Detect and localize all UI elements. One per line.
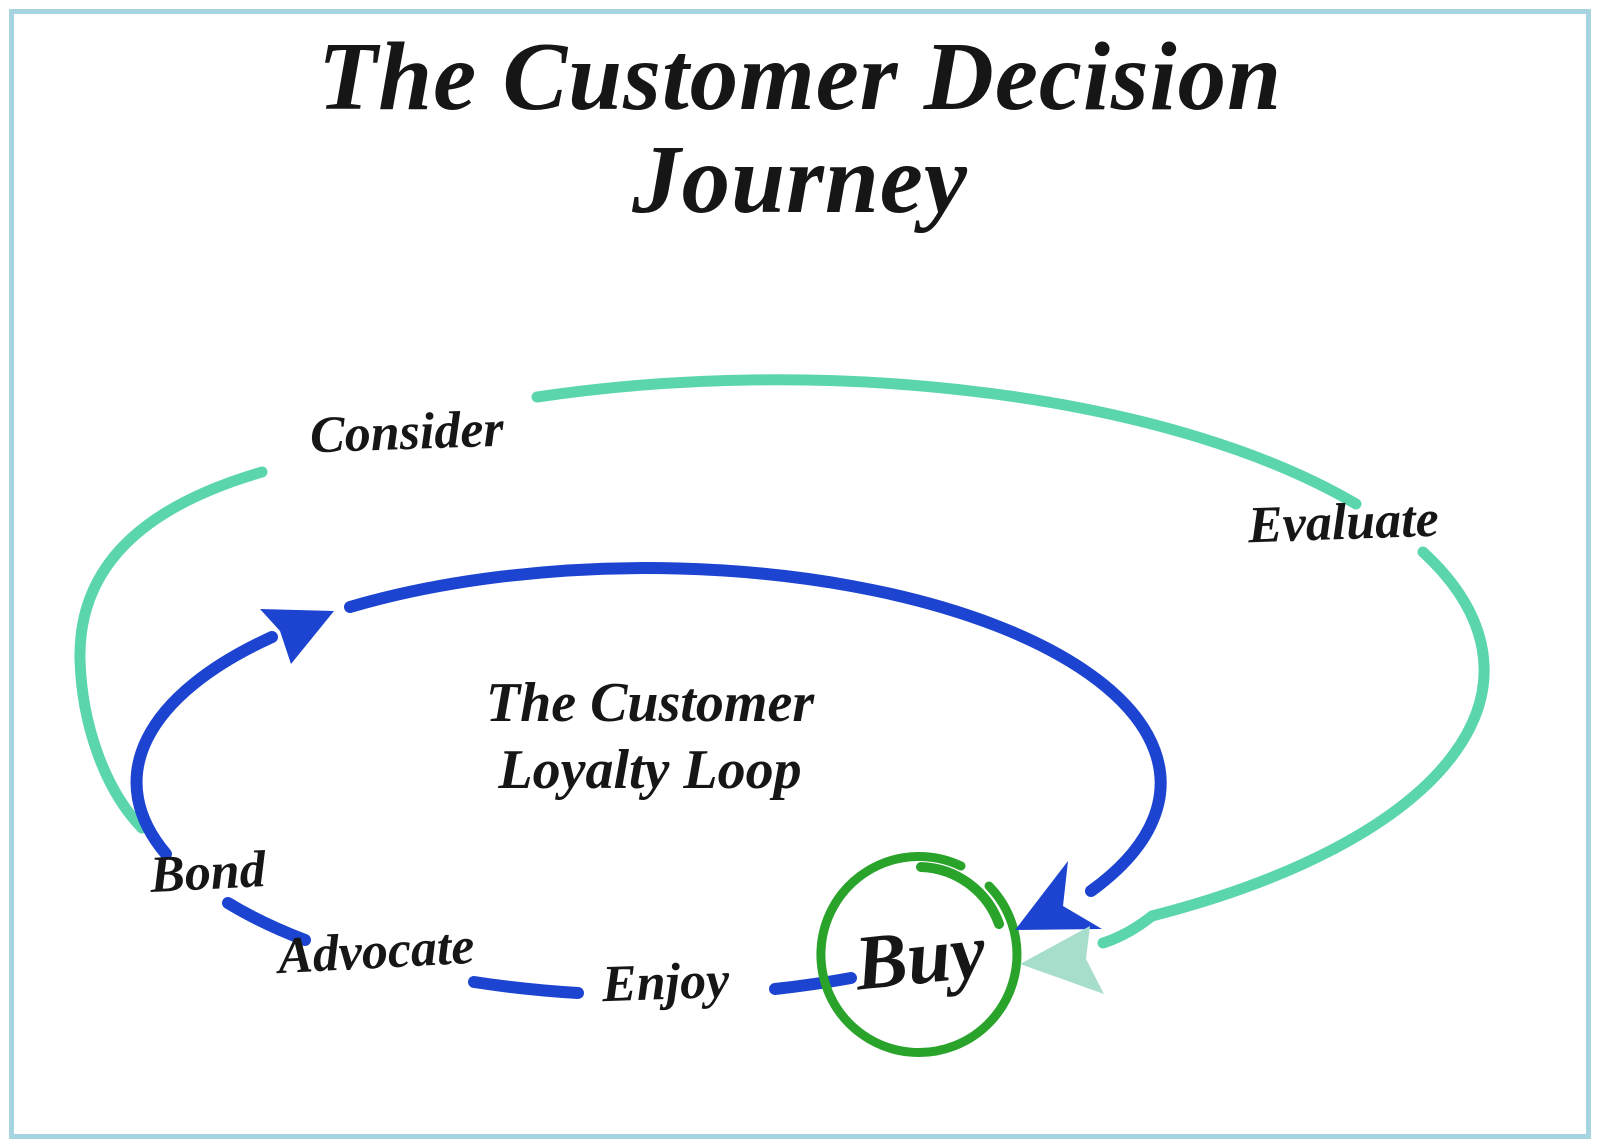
loyalty-loop-caption-line1: The Customer	[485, 672, 815, 734]
inner-loop-arc-advocate-enjoy	[468, 976, 584, 999]
advocate-label: Advocate	[276, 917, 476, 986]
enjoy-label: Enjoy	[601, 951, 731, 1014]
loyalty-loop-caption-line2: Loyalty Loop	[498, 739, 802, 802]
outer-loop-arc-left	[74, 466, 268, 834]
inner-loop-arc-bond-advocate	[222, 897, 311, 946]
loyalty-loop-arrowhead-icon	[260, 609, 334, 664]
loyalty-buy-arrowhead-icon	[1015, 861, 1102, 930]
buy-label: Buy	[850, 906, 990, 1007]
inner-loop-arc-left	[130, 631, 278, 860]
outer-loop-arc-right	[1097, 546, 1490, 949]
buy-circle-brush-tail	[916, 862, 1004, 929]
bond-label: Bond	[148, 841, 268, 904]
page-title-line1: The Customer Decision	[317, 23, 1283, 130]
inner-loop-arc-enjoy-buy	[769, 972, 857, 995]
buy-circle	[816, 852, 1022, 1058]
page-title-line2: Journey	[632, 125, 968, 233]
evaluate-label: Evaluate	[1247, 490, 1440, 555]
page-title: The Customer Decision Journey	[0, 23, 1600, 233]
outer-loop-arc-top	[531, 374, 1362, 510]
inner-loop-arc-main	[344, 562, 1167, 897]
consider-label: Consider	[309, 400, 505, 465]
evaluate-buy-arrowhead-icon	[1020, 926, 1104, 994]
loyalty-loop-caption: The Customer Loyalty Loop	[400, 670, 900, 804]
